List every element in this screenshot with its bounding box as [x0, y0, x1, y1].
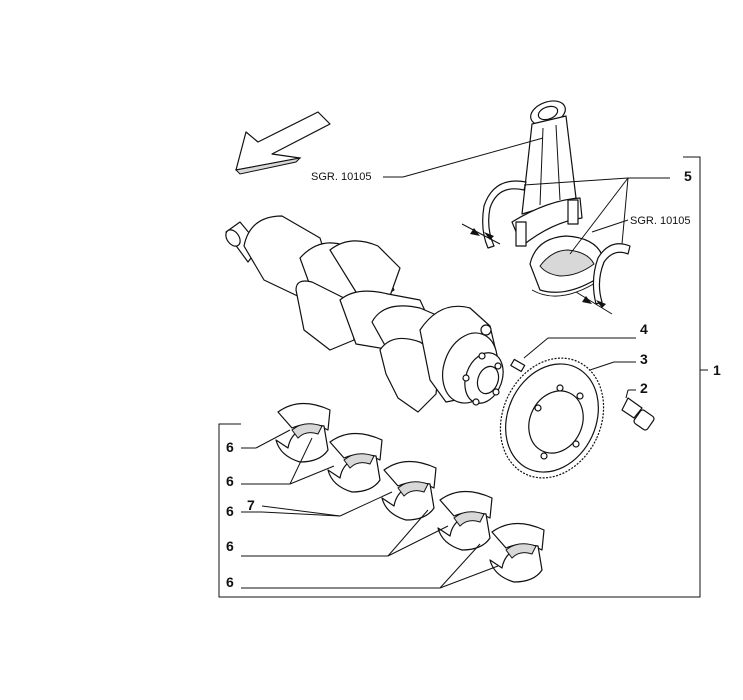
- direction-arrow-icon: [234, 111, 331, 175]
- crankshaft: [225, 215, 504, 413]
- callout-bearing-a: 6: [226, 439, 234, 455]
- main-bearing-shell-1: [275, 402, 331, 463]
- main-bearing-shell-3: [381, 460, 437, 521]
- callout-conrod-bearings: 5: [684, 168, 692, 184]
- callout-dowel: 4: [640, 321, 648, 337]
- main-bearing-shell-4: [437, 490, 493, 551]
- assembly-bracket: [218, 156, 701, 598]
- main-bearing-shell-2: [327, 432, 383, 493]
- callout-bearing-b: 6: [226, 473, 234, 489]
- conrod-cap: [529, 235, 605, 297]
- callout-bolt: 2: [640, 380, 648, 396]
- main-bearing-shell-5: [489, 522, 545, 583]
- callout-assembly: 1: [713, 362, 721, 378]
- callout-flywheel-ring: 3: [640, 351, 648, 367]
- dowel-pin: [510, 358, 526, 373]
- bolt: [621, 397, 655, 431]
- conrod-ref-label: SGR. 10105: [311, 171, 372, 183]
- callout-bearing-d: 6: [226, 538, 234, 554]
- main-bearing-leaders: [241, 429, 499, 589]
- thickness-arrows: [461, 223, 613, 315]
- callout-bearing-c: 6: [226, 503, 234, 519]
- callout-bearing-e: 6: [226, 574, 234, 590]
- flywheel-ring-gear: [499, 357, 605, 479]
- connecting-rod: [511, 100, 583, 247]
- conrod-bearing-shell-left: [482, 180, 527, 249]
- bushing-ref-label: SGR. 10105: [630, 215, 691, 227]
- callout-thrust-bearing: 7: [247, 497, 255, 513]
- conrod-bearing-shell-right: [592, 243, 631, 305]
